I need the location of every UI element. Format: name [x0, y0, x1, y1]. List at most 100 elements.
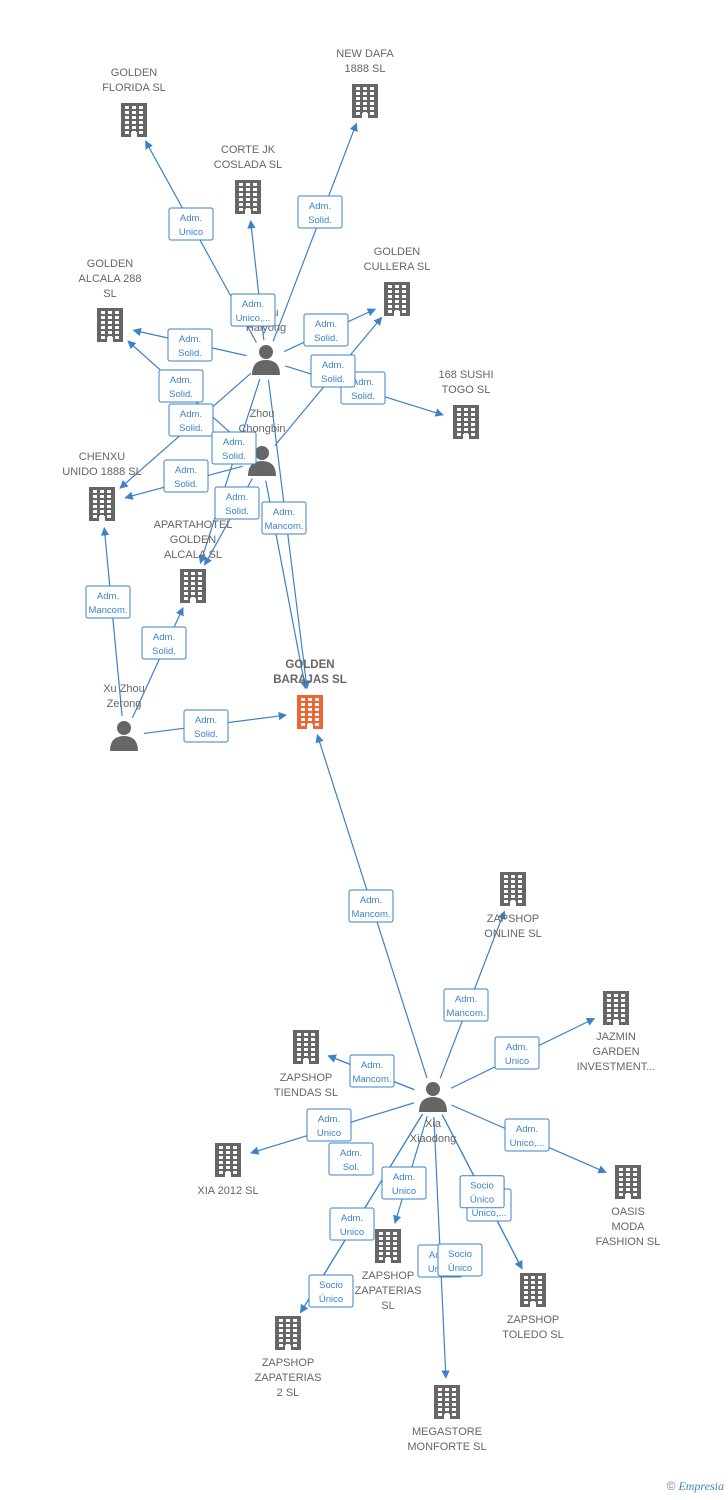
- node-label: BARAJAS SL: [273, 674, 346, 686]
- node-label: Xu Zhou: [103, 683, 145, 695]
- building-icon: [215, 1143, 241, 1177]
- edge-role-label[interactable]: Adm. Solid.: [183, 709, 229, 743]
- edge-label-text: Adm.: [309, 201, 331, 212]
- edge-role-label[interactable]: Adm.Solid.: [310, 354, 356, 388]
- edge-label-text: Adm.: [341, 1213, 363, 1224]
- edge-role-label[interactable]: Adm.Mancom.: [85, 585, 131, 619]
- company-node[interactable]: XIA 2012 SL: [197, 1143, 259, 1197]
- edge-role-label[interactable]: Adm.Mancom.: [349, 1054, 395, 1088]
- node-label: MEGASTORE: [412, 1426, 482, 1438]
- edge-role-label[interactable]: Adm.Mancom.: [443, 988, 489, 1022]
- edge-role-label[interactable]: Adm.Unico: [494, 1036, 540, 1070]
- edge-role-label[interactable]: Adm.Solid.: [163, 459, 209, 493]
- edge-role-label[interactable]: Adm.Sol.: [328, 1142, 374, 1176]
- node-label: TOLEDO SL: [502, 1329, 564, 1341]
- edge-role-label[interactable]: Adm.Unico: [168, 207, 214, 241]
- edge-role-label[interactable]: Adm.Mancom.: [261, 501, 307, 535]
- edge-label-box: [230, 293, 276, 327]
- node-label: FLORIDA SL: [102, 82, 166, 94]
- node-label: Zhou: [249, 408, 274, 420]
- edge-label-text: Adm.: [195, 715, 217, 726]
- edge-line: [198, 378, 261, 564]
- edge-role-label[interactable]: Adm.Solid.: [141, 626, 187, 660]
- edge-role-label[interactable]: Adm. Mancom.: [348, 889, 394, 923]
- node-label: GARDEN: [592, 1046, 639, 1058]
- edge-role-label[interactable]: Adm.Solid.: [303, 313, 349, 347]
- edge-label-box: [168, 207, 214, 241]
- building-icon: [500, 872, 526, 906]
- edge-label-box: [306, 1108, 352, 1142]
- edge-label-box: [85, 585, 131, 619]
- edge-label-text: Adm.: [361, 1060, 383, 1071]
- edge-label-text: Unico,...: [236, 313, 271, 324]
- edge-label-text: Adm.: [180, 409, 202, 420]
- edge-role-label[interactable]: Adm.Unico: [381, 1166, 427, 1200]
- node-label: TOGO SL: [442, 384, 491, 396]
- edge-label-text: Unico: [505, 1056, 529, 1067]
- edge-role-label[interactable]: Adm.Unico: [306, 1108, 352, 1142]
- edge-label-text: Socio: [448, 1249, 472, 1260]
- edge-label-text: Mancom.: [264, 521, 303, 532]
- building-icon: [275, 1316, 301, 1350]
- node-label: GOLDEN: [87, 258, 134, 270]
- node-label: GOLDEN: [374, 246, 421, 258]
- node-label: APARTAHOTEL: [154, 519, 233, 531]
- edge-label-text: Solid.: [351, 391, 375, 402]
- edge-role-label[interactable]: Adm.Unico,...: [504, 1118, 550, 1152]
- edge-label-box: [504, 1118, 550, 1152]
- edge-label-text: Adm.: [360, 895, 382, 906]
- edge-role-label[interactable]: Adm.Solid.: [158, 369, 204, 403]
- edge-label-text: Adm.: [455, 994, 477, 1005]
- node-label: ZAPSHOP: [262, 1357, 315, 1369]
- building-icon: [384, 282, 410, 316]
- node-label: 2 SL: [277, 1387, 300, 1399]
- edge-line: [131, 607, 184, 719]
- edge-label-box: [443, 988, 489, 1022]
- node-label: XIA 2012 SL: [197, 1185, 258, 1197]
- building-icon: [434, 1385, 460, 1419]
- edge-role-label[interactable]: Adm.Solid.: [214, 486, 260, 520]
- node-label: CORTE JK: [221, 144, 276, 156]
- building-icon: [453, 405, 479, 439]
- edge-role-label[interactable]: Adm.Unico,...: [230, 293, 276, 327]
- edge-role-label[interactable]: Adm.Solid.: [297, 195, 343, 229]
- edge-label-text: Solid.: [194, 729, 218, 740]
- edge-label-box: [168, 403, 214, 437]
- edge-label-text: Solid.: [225, 506, 249, 517]
- node-label: Xiaodong: [410, 1133, 457, 1145]
- node-label: Zerong: [107, 698, 142, 710]
- edge-role-label[interactable]: Adm.Unico: [329, 1207, 375, 1241]
- edge-label-text: Mancom.: [351, 909, 390, 920]
- person-icon: [252, 345, 280, 375]
- edge-role-label[interactable]: Adm.Solid.: [168, 403, 214, 437]
- edge-label-box: [310, 354, 356, 388]
- edge-role-label[interactable]: Adm.Solid.: [167, 328, 213, 362]
- node-label: GOLDEN: [170, 534, 217, 546]
- node-label: ZAPSHOP: [362, 1270, 415, 1282]
- company-node[interactable]: JAZMINGARDENINVESTMENT...: [577, 991, 656, 1073]
- edge-role-label[interactable]: Adm.Solid.: [211, 431, 257, 465]
- edge-label-box: [437, 1243, 483, 1277]
